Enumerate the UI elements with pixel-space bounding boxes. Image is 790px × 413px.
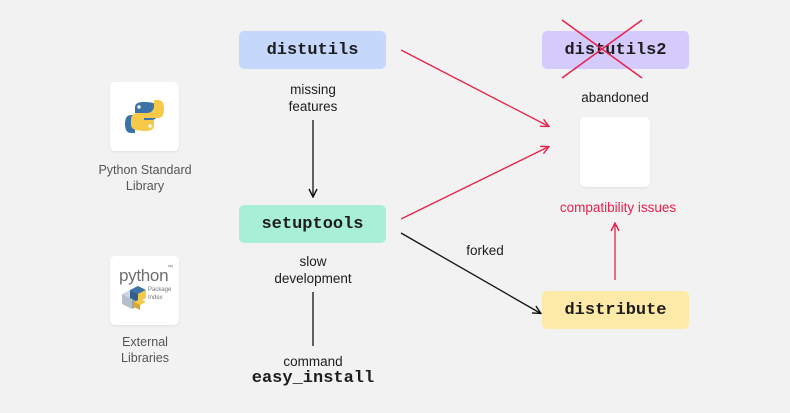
pypi-wordmark: python <box>119 266 169 285</box>
slow-development-label: slow development <box>253 253 373 287</box>
setuptools-node: setuptools <box>239 205 386 243</box>
distutils-node: distutils <box>239 31 386 69</box>
arrow-distutils-to-compat <box>400 49 548 126</box>
forked-label: forked <box>466 243 504 258</box>
missing-features-label: missing features <box>253 81 373 115</box>
pypi-sub-index: Index <box>148 295 163 301</box>
pypi-logo-icon <box>122 286 146 310</box>
external-label-line2: Libraries <box>121 351 169 365</box>
easy-install-label: easy_install <box>251 369 375 388</box>
compatibility-issues-label: compatibility issues <box>559 200 677 215</box>
pypi-trademark: ™ <box>167 265 173 271</box>
distribute-node: distribute <box>542 291 689 329</box>
pypi-logo-tile: python ™ Package Index <box>110 256 179 325</box>
command-label: command <box>283 354 343 369</box>
stdlib-label: Python Standard Library <box>80 162 210 194</box>
python-logo-icon <box>125 100 164 133</box>
external-label-line1: External <box>122 335 168 349</box>
distutils2-node: distutils2 <box>542 31 689 69</box>
external-libs-label: External Libraries <box>80 334 210 366</box>
arrow-setuptools-to-compat <box>400 147 548 220</box>
pypi-sub-package: Package <box>148 287 172 293</box>
missing-features-line2: features <box>288 99 338 114</box>
arrow-setuptools-to-distribute <box>400 232 540 313</box>
slow-development-line1: slow <box>299 254 327 269</box>
missing-features-line1: missing <box>290 82 336 97</box>
stdlib-label-line1: Python Standard <box>98 163 192 177</box>
stdlib-label-line2: Library <box>125 179 165 193</box>
compatibility-issues-tile <box>580 117 650 187</box>
abandoned-label: abandoned <box>581 90 649 105</box>
slow-development-line2: development <box>274 271 352 286</box>
stdlib-logo-tile <box>110 82 179 151</box>
